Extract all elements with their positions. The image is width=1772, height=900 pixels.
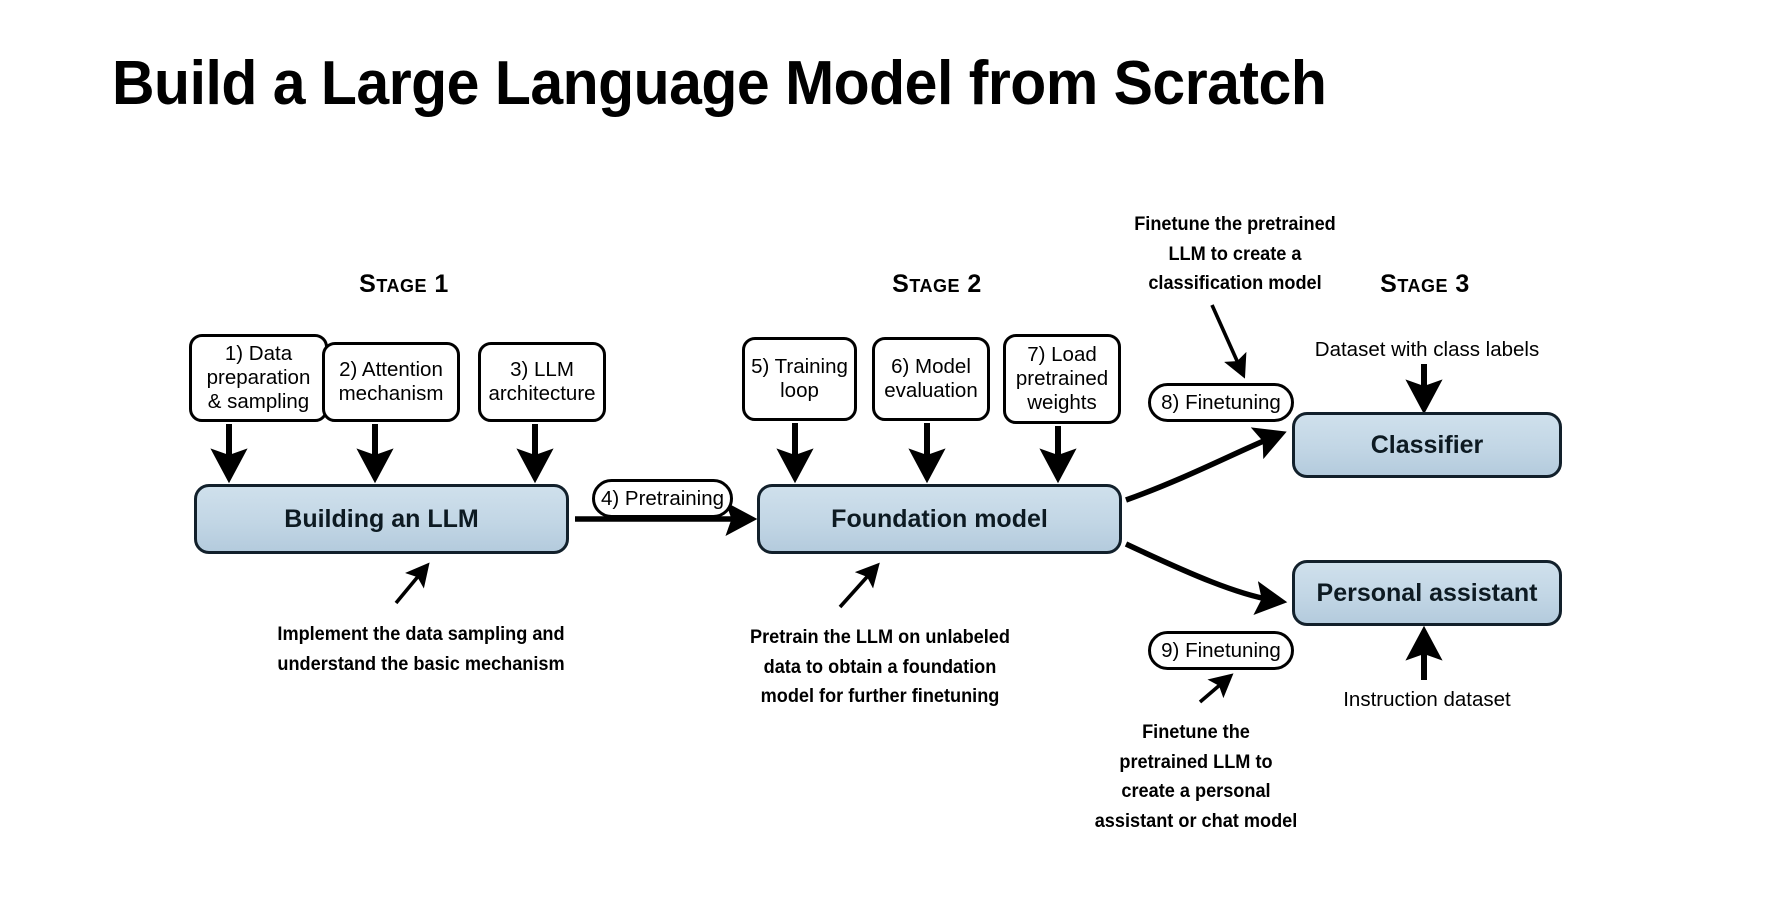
pill-finetuning-classifier[interactable]: 8) Finetuning [1148, 383, 1294, 422]
step-box-load-pretrained-weights[interactable]: 7) Load pretrained weights [1003, 334, 1121, 424]
annotation-line: data to obtain a foundation [763, 655, 997, 678]
page-title: Build a Large Language Model from Scratc… [112, 49, 1327, 118]
arrow-annotation-stage1 [394, 562, 430, 605]
blue-box-personal-assistant[interactable]: Personal assistant [1292, 560, 1562, 626]
annotation-line: Finetune the pretrained [1134, 213, 1336, 235]
caption-dataset-class-labels: Dataset with class labels [1314, 338, 1540, 361]
stage-heading-3: Stage 3 [1380, 270, 1470, 298]
step-box-model-evaluation[interactable]: 6) Model evaluation [872, 337, 990, 421]
pill-finetuning-assistant[interactable]: 9) Finetuning [1148, 631, 1294, 670]
annotation-classification: Finetune the pretrained LLM to create a … [1091, 210, 1379, 299]
caption-instruction-dataset: Instruction dataset [1343, 688, 1511, 711]
annotation-stage2: Pretrain the LLM on unlabeled data to ob… [731, 623, 1029, 712]
arrow-annotation-classification [1210, 304, 1247, 379]
annotation-line: model for further finetuning [760, 685, 1000, 708]
step-box-data-preparation[interactable]: 1) Data preparation & sampling [189, 334, 328, 422]
arrow-foundation-to-assistant [1124, 541, 1288, 615]
annotation-line: pretrained LLM to [1119, 750, 1273, 773]
annotation-line: understand the basic mechanism [277, 652, 565, 675]
annotation-line: Finetune the [1142, 721, 1250, 743]
blue-box-building-an-llm[interactable]: Building an LLM [194, 484, 569, 554]
annotation-line: Pretrain the LLM on unlabeled [750, 626, 1010, 648]
step-box-training-loop[interactable]: 5) Training loop [742, 337, 857, 421]
stage-heading-2: Stage 2 [892, 270, 982, 298]
annotation-line: LLM to create a [1168, 242, 1302, 265]
annotation-line: classification model [1148, 272, 1322, 295]
arrow-foundation-to-classifier [1125, 427, 1287, 503]
arrow-annotation-stage2 [838, 562, 880, 609]
step-box-attention-mechanism[interactable]: 2) Attention mechanism [322, 342, 460, 422]
pill-pretraining[interactable]: 4) Pretraining [592, 479, 733, 518]
blue-box-classifier[interactable]: Classifier [1292, 412, 1562, 478]
stage-heading-1: Stage 1 [359, 270, 449, 298]
annotation-line: assistant or chat model [1094, 809, 1298, 832]
annotation-stage1: Implement the data sampling and understa… [258, 620, 584, 679]
annotation-assistant: Finetune the pretrained LLM to create a … [1057, 718, 1336, 837]
blue-box-foundation-model[interactable]: Foundation model [757, 484, 1122, 554]
arrow-annotation-assistant [1198, 673, 1234, 704]
step-box-llm-architecture[interactable]: 3) LLM architecture [478, 342, 606, 422]
annotation-line: Implement the data sampling and [277, 623, 565, 645]
annotation-line: create a personal [1121, 780, 1271, 803]
